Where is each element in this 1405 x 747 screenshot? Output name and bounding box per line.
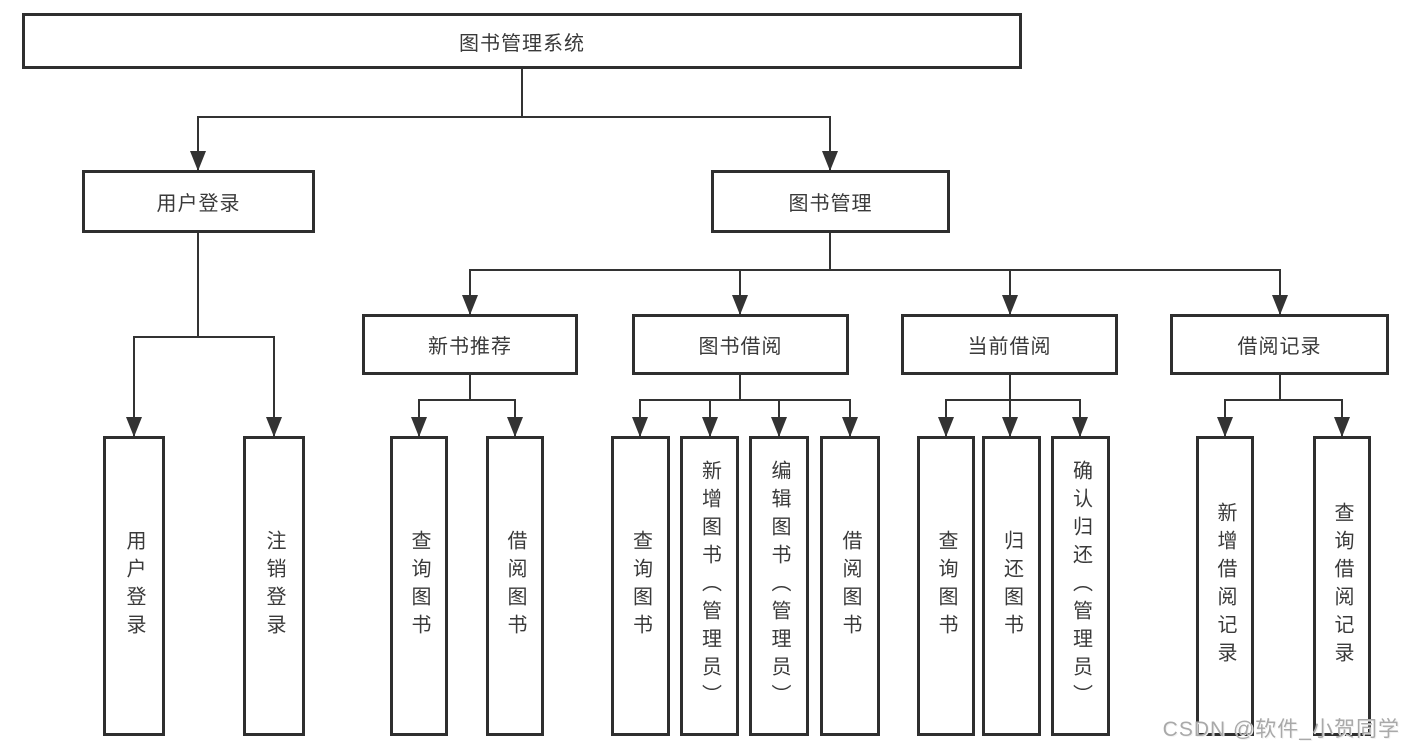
leaf-borrow-book: 借阅图书 [820,436,880,736]
node-library-management-system: 图书管理系统 [22,13,1022,69]
node-book-borrowing: 图书借阅 [632,314,849,375]
node-user-login: 用户登录 [82,170,315,233]
leaf-query-borrow-record: 查询借阅记录 [1313,436,1371,736]
node-book-management: 图书管理 [711,170,950,233]
leaf-borrow-book-recommend: 借阅图书 [486,436,544,736]
leaf-query-book-recommend: 查询图书 [390,436,448,736]
leaf-confirm-return-admin: 确认归还（管理员） [1051,436,1110,736]
leaf-return-book: 归还图书 [982,436,1041,736]
csdn-watermark: CSDN @软件_小贺同学 [1162,718,1400,741]
node-current-borrowing: 当前借阅 [901,314,1118,375]
leaf-edit-book-admin: 编辑图书（管理员） [749,436,809,736]
leaf-user-login: 用户登录 [103,436,165,736]
leaf-add-book-admin: 新增图书（管理员） [680,436,739,736]
node-borrowing-records: 借阅记录 [1170,314,1389,375]
leaf-query-book-current: 查询图书 [917,436,975,736]
leaf-add-borrow-record: 新增借阅记录 [1196,436,1254,736]
leaf-query-book-borrowing: 查询图书 [611,436,670,736]
leaf-logout: 注销登录 [243,436,305,736]
node-new-book-recommendation: 新书推荐 [362,314,578,375]
